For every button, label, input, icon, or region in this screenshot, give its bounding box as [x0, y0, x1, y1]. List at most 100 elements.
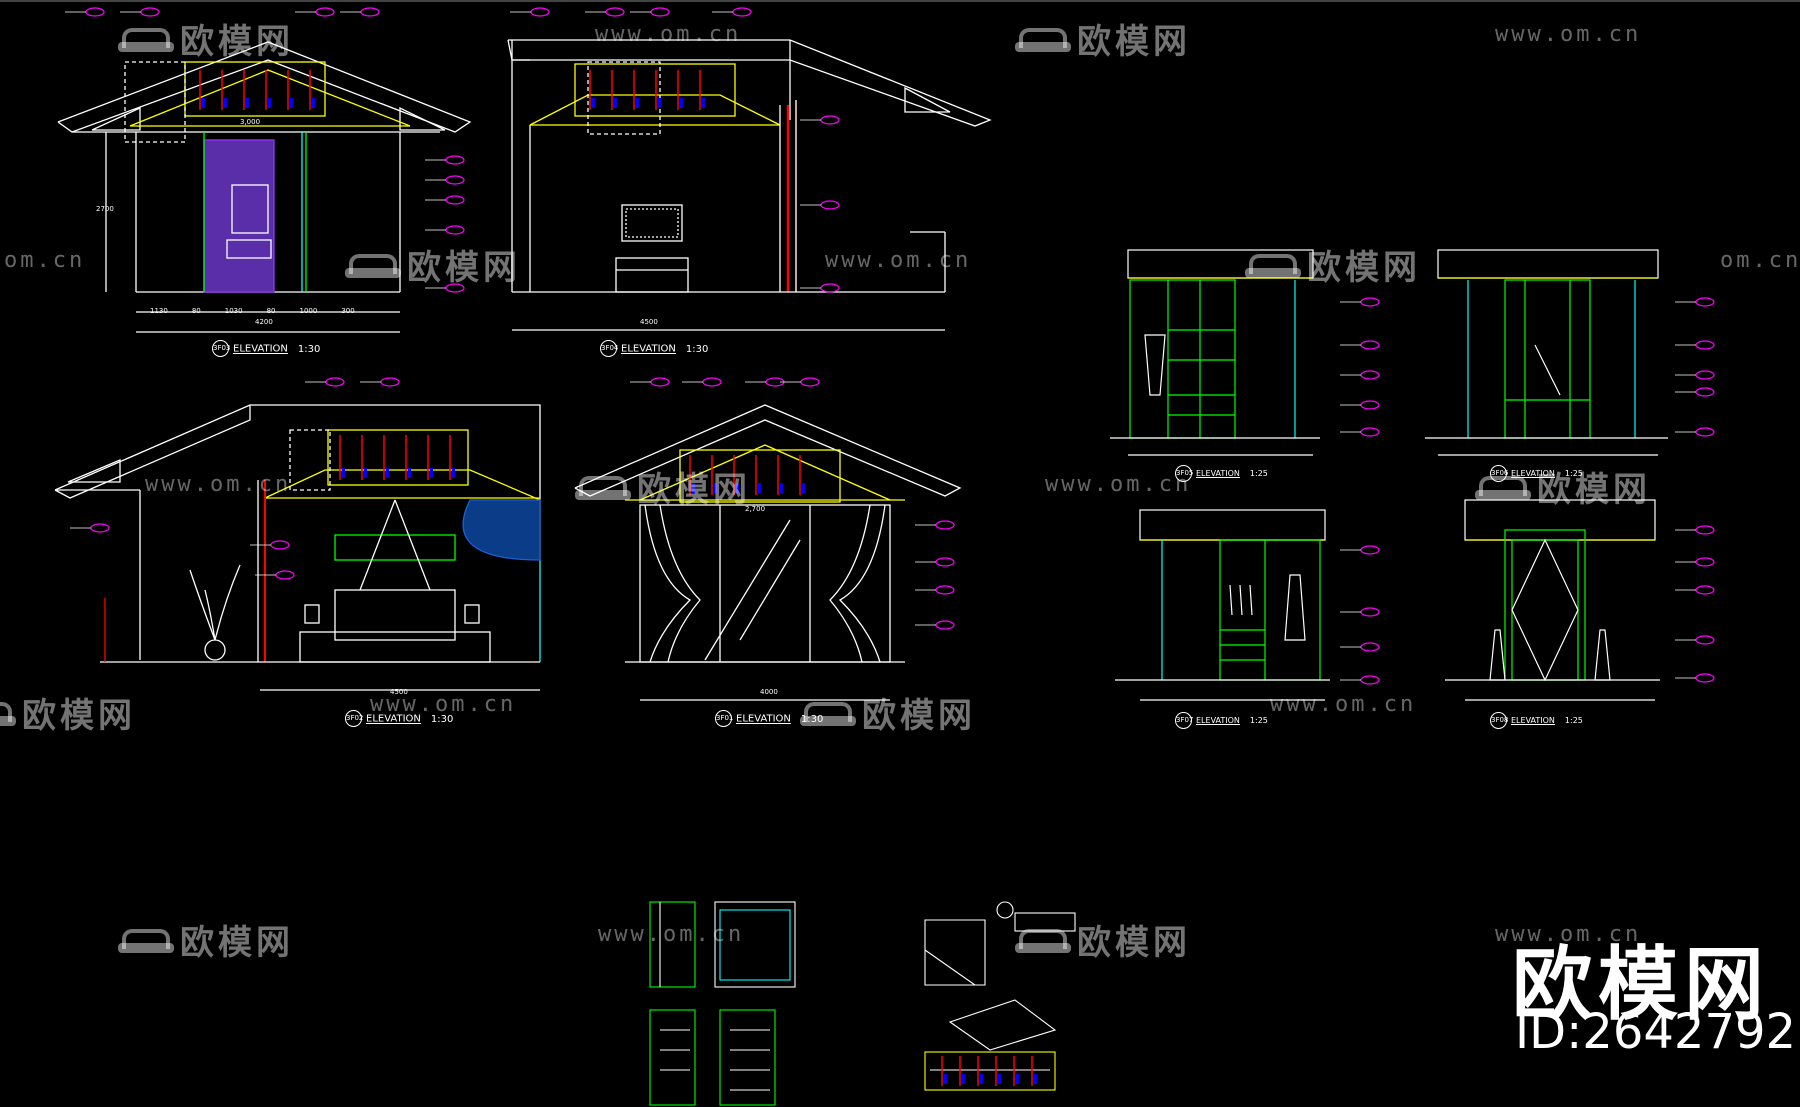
- light-fixture: [962, 1074, 965, 1084]
- label-scale: 1:25: [1249, 469, 1268, 478]
- callout-tag: [820, 200, 840, 210]
- light-fixture: [680, 98, 683, 108]
- callout-tag: [702, 377, 722, 387]
- watermark-url: www.om.cn: [825, 248, 972, 273]
- callout-tag: [732, 7, 752, 17]
- light-fixture: [702, 98, 705, 108]
- light-fixture: [714, 483, 717, 493]
- sofa-logo-icon: [1015, 925, 1071, 955]
- label-tag: 3F03: [212, 340, 230, 357]
- label-title: ELEVATION: [736, 713, 791, 725]
- light-fixture: [408, 468, 411, 478]
- callout-tag: [1360, 297, 1380, 307]
- dim-segment: 1130: [150, 307, 168, 315]
- watermark-brand: 欧模网: [118, 14, 294, 63]
- tv-cabinet-b: [615, 257, 689, 293]
- curtain-right-d: [838, 504, 886, 663]
- callout-tag: [1360, 400, 1380, 410]
- light-fixture: [1016, 1074, 1019, 1084]
- top-border: [0, 0, 1800, 2]
- dim-width-c: 4500: [390, 688, 408, 696]
- sofa-logo-icon: [575, 472, 631, 502]
- label-tag: 3F04: [600, 340, 618, 357]
- light-fixture: [268, 98, 271, 108]
- callout-tag: [1695, 525, 1715, 535]
- light-fixture: [386, 468, 389, 478]
- dim-segment: 80: [191, 307, 201, 315]
- dim-segment: 1000: [299, 307, 318, 315]
- watermark-text: 欧模网: [407, 248, 521, 288]
- tv-frame-b: [621, 204, 683, 242]
- light-fixture: [364, 468, 367, 478]
- dim-segment: 80: [266, 307, 276, 315]
- label-scale: 1:25: [1564, 469, 1583, 478]
- light-fixture: [592, 98, 595, 108]
- callout-tag: [380, 377, 400, 387]
- watermark-brand: 欧模网: [1015, 915, 1191, 964]
- callout-tag: [820, 115, 840, 125]
- elevation-d: [574, 404, 962, 701]
- callout-tag: [1695, 635, 1715, 645]
- dim-width-d: 4000: [760, 688, 778, 696]
- light-fixture: [614, 98, 617, 108]
- callout-tag: [270, 540, 290, 550]
- vase-right-h: [1594, 629, 1611, 681]
- light-fixture: [202, 98, 205, 108]
- sofa-logo-icon: [800, 698, 856, 728]
- elevation-a: [57, 41, 472, 333]
- ceiling-box-b: [574, 63, 736, 117]
- hanging-clothes-g: [1229, 584, 1253, 616]
- light-fixture: [636, 98, 639, 108]
- callout-tag: [1360, 545, 1380, 555]
- sofa-logo-icon: [1015, 24, 1071, 54]
- detail-drawings: [649, 901, 1076, 1106]
- label-title: ELEVATION: [366, 713, 421, 725]
- callout-tag: [605, 7, 625, 17]
- callout-tag: [1695, 557, 1715, 567]
- watermark-text: 欧模网: [637, 470, 751, 510]
- dim-width-b: 4500: [640, 318, 658, 326]
- light-fixture: [312, 98, 315, 108]
- watermark-url: www.om.cn: [595, 22, 742, 47]
- watermark-url: www.om.cn: [370, 692, 517, 717]
- ceiling-box-c: [327, 429, 469, 486]
- light-fixture: [980, 1074, 983, 1084]
- light-fixture: [452, 468, 455, 478]
- dim-level-d: 2,700: [745, 505, 766, 513]
- label-title: ELEVATION: [621, 343, 676, 355]
- wardrobe-g: [1219, 539, 1321, 681]
- watermark-text: 欧模网: [1537, 470, 1651, 510]
- callout-tag: [650, 377, 670, 387]
- watermark-url: www.om.cn: [1495, 922, 1642, 947]
- watermark-url: www.om.cn: [1045, 472, 1192, 497]
- watermark-text: 欧模网: [1077, 923, 1191, 963]
- callout-tag: [1360, 340, 1380, 350]
- light-fixture: [758, 483, 761, 493]
- label-scale: 1:25: [1564, 716, 1583, 725]
- dim-width-a: 4200: [255, 318, 273, 326]
- label-scale: 1:30: [297, 343, 321, 355]
- display-niche-f: [1504, 279, 1591, 439]
- sofa-logo-icon: [1475, 472, 1531, 502]
- detail-2: [714, 901, 796, 988]
- callout-tag: [935, 520, 955, 530]
- label-title: ELEVATION: [1196, 469, 1240, 478]
- brand-id: ID:2642792: [1515, 1004, 1797, 1060]
- label-title: ELEVATION: [1511, 716, 1555, 725]
- wall-panel-purple-a: [203, 139, 275, 293]
- dim-height-b: 2700: [96, 205, 114, 213]
- callout-tag: [800, 377, 820, 387]
- brand-logo-text: 欧模网: [1512, 938, 1770, 1031]
- light-fixture: [736, 483, 739, 493]
- roof-truss-left-a: [91, 106, 141, 131]
- callout-tag: [1360, 607, 1380, 617]
- label-scale: 1:30: [430, 713, 454, 725]
- door-frame-h: [1504, 529, 1586, 681]
- light-fixture: [998, 1074, 1001, 1084]
- callout-tag: [530, 7, 550, 17]
